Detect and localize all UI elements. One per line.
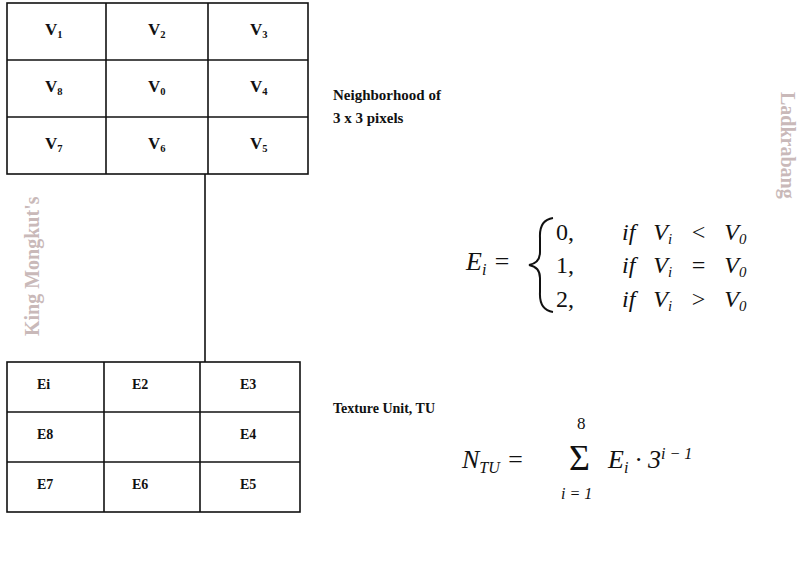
grid-line [105, 3, 107, 174]
brace [529, 218, 553, 312]
cell-label: V3 [250, 20, 268, 40]
texture-grid [7, 362, 300, 512]
formula-term: Ei · 3i − 1 [608, 444, 692, 475]
watermark: Ladkrabang [776, 92, 800, 199]
formula-term: 1, [556, 251, 574, 280]
cell-label: E2 [132, 377, 148, 394]
cell-label: V5 [250, 134, 268, 154]
grid-line [103, 362, 105, 512]
cell-label: V7 [45, 134, 63, 154]
formula-term: 8 [577, 414, 586, 434]
caption-text: Neighborhood of 3 x 3 pixels [333, 84, 441, 129]
grid-line [7, 411, 300, 413]
cell-label: E6 [132, 477, 148, 494]
sum-symbol: Σ [569, 437, 590, 480]
cell-label: V8 [45, 77, 63, 97]
formula-term: NTU = [462, 444, 524, 475]
formula-term: i = 1 [561, 484, 592, 503]
cell-label: E5 [240, 477, 256, 494]
grid-line [199, 362, 201, 512]
cell-label: E8 [37, 427, 53, 444]
formula-term: if Vi < V0 [622, 218, 746, 247]
cell-label: Ei [37, 377, 50, 394]
formula-term: if Vi > V0 [622, 285, 746, 314]
grid-border [7, 3, 308, 174]
cell-label: V6 [148, 134, 166, 154]
cell-label: V1 [45, 20, 63, 40]
watermark: King Mongkut's [20, 197, 44, 336]
cell-label: E4 [240, 427, 256, 444]
grid-line [7, 59, 308, 61]
cell-label: V2 [148, 20, 166, 40]
cell-label: V0 [148, 77, 166, 97]
formula-term: if Vi = V0 [622, 251, 746, 280]
formula-term: 2, [556, 285, 574, 314]
grid-line [7, 116, 308, 118]
grid-line [7, 461, 300, 463]
formula-term: Ei = [466, 246, 510, 277]
caption-text: Texture Unit, TU [333, 398, 435, 419]
link-line [204, 174, 206, 362]
formula-term: 0, [556, 218, 574, 247]
neighborhood-grid [7, 3, 308, 174]
cell-label: V4 [250, 77, 268, 97]
grid-line [207, 3, 209, 174]
cell-label: E7 [37, 477, 53, 494]
grid-border [7, 362, 300, 512]
cell-label: E3 [240, 377, 256, 394]
